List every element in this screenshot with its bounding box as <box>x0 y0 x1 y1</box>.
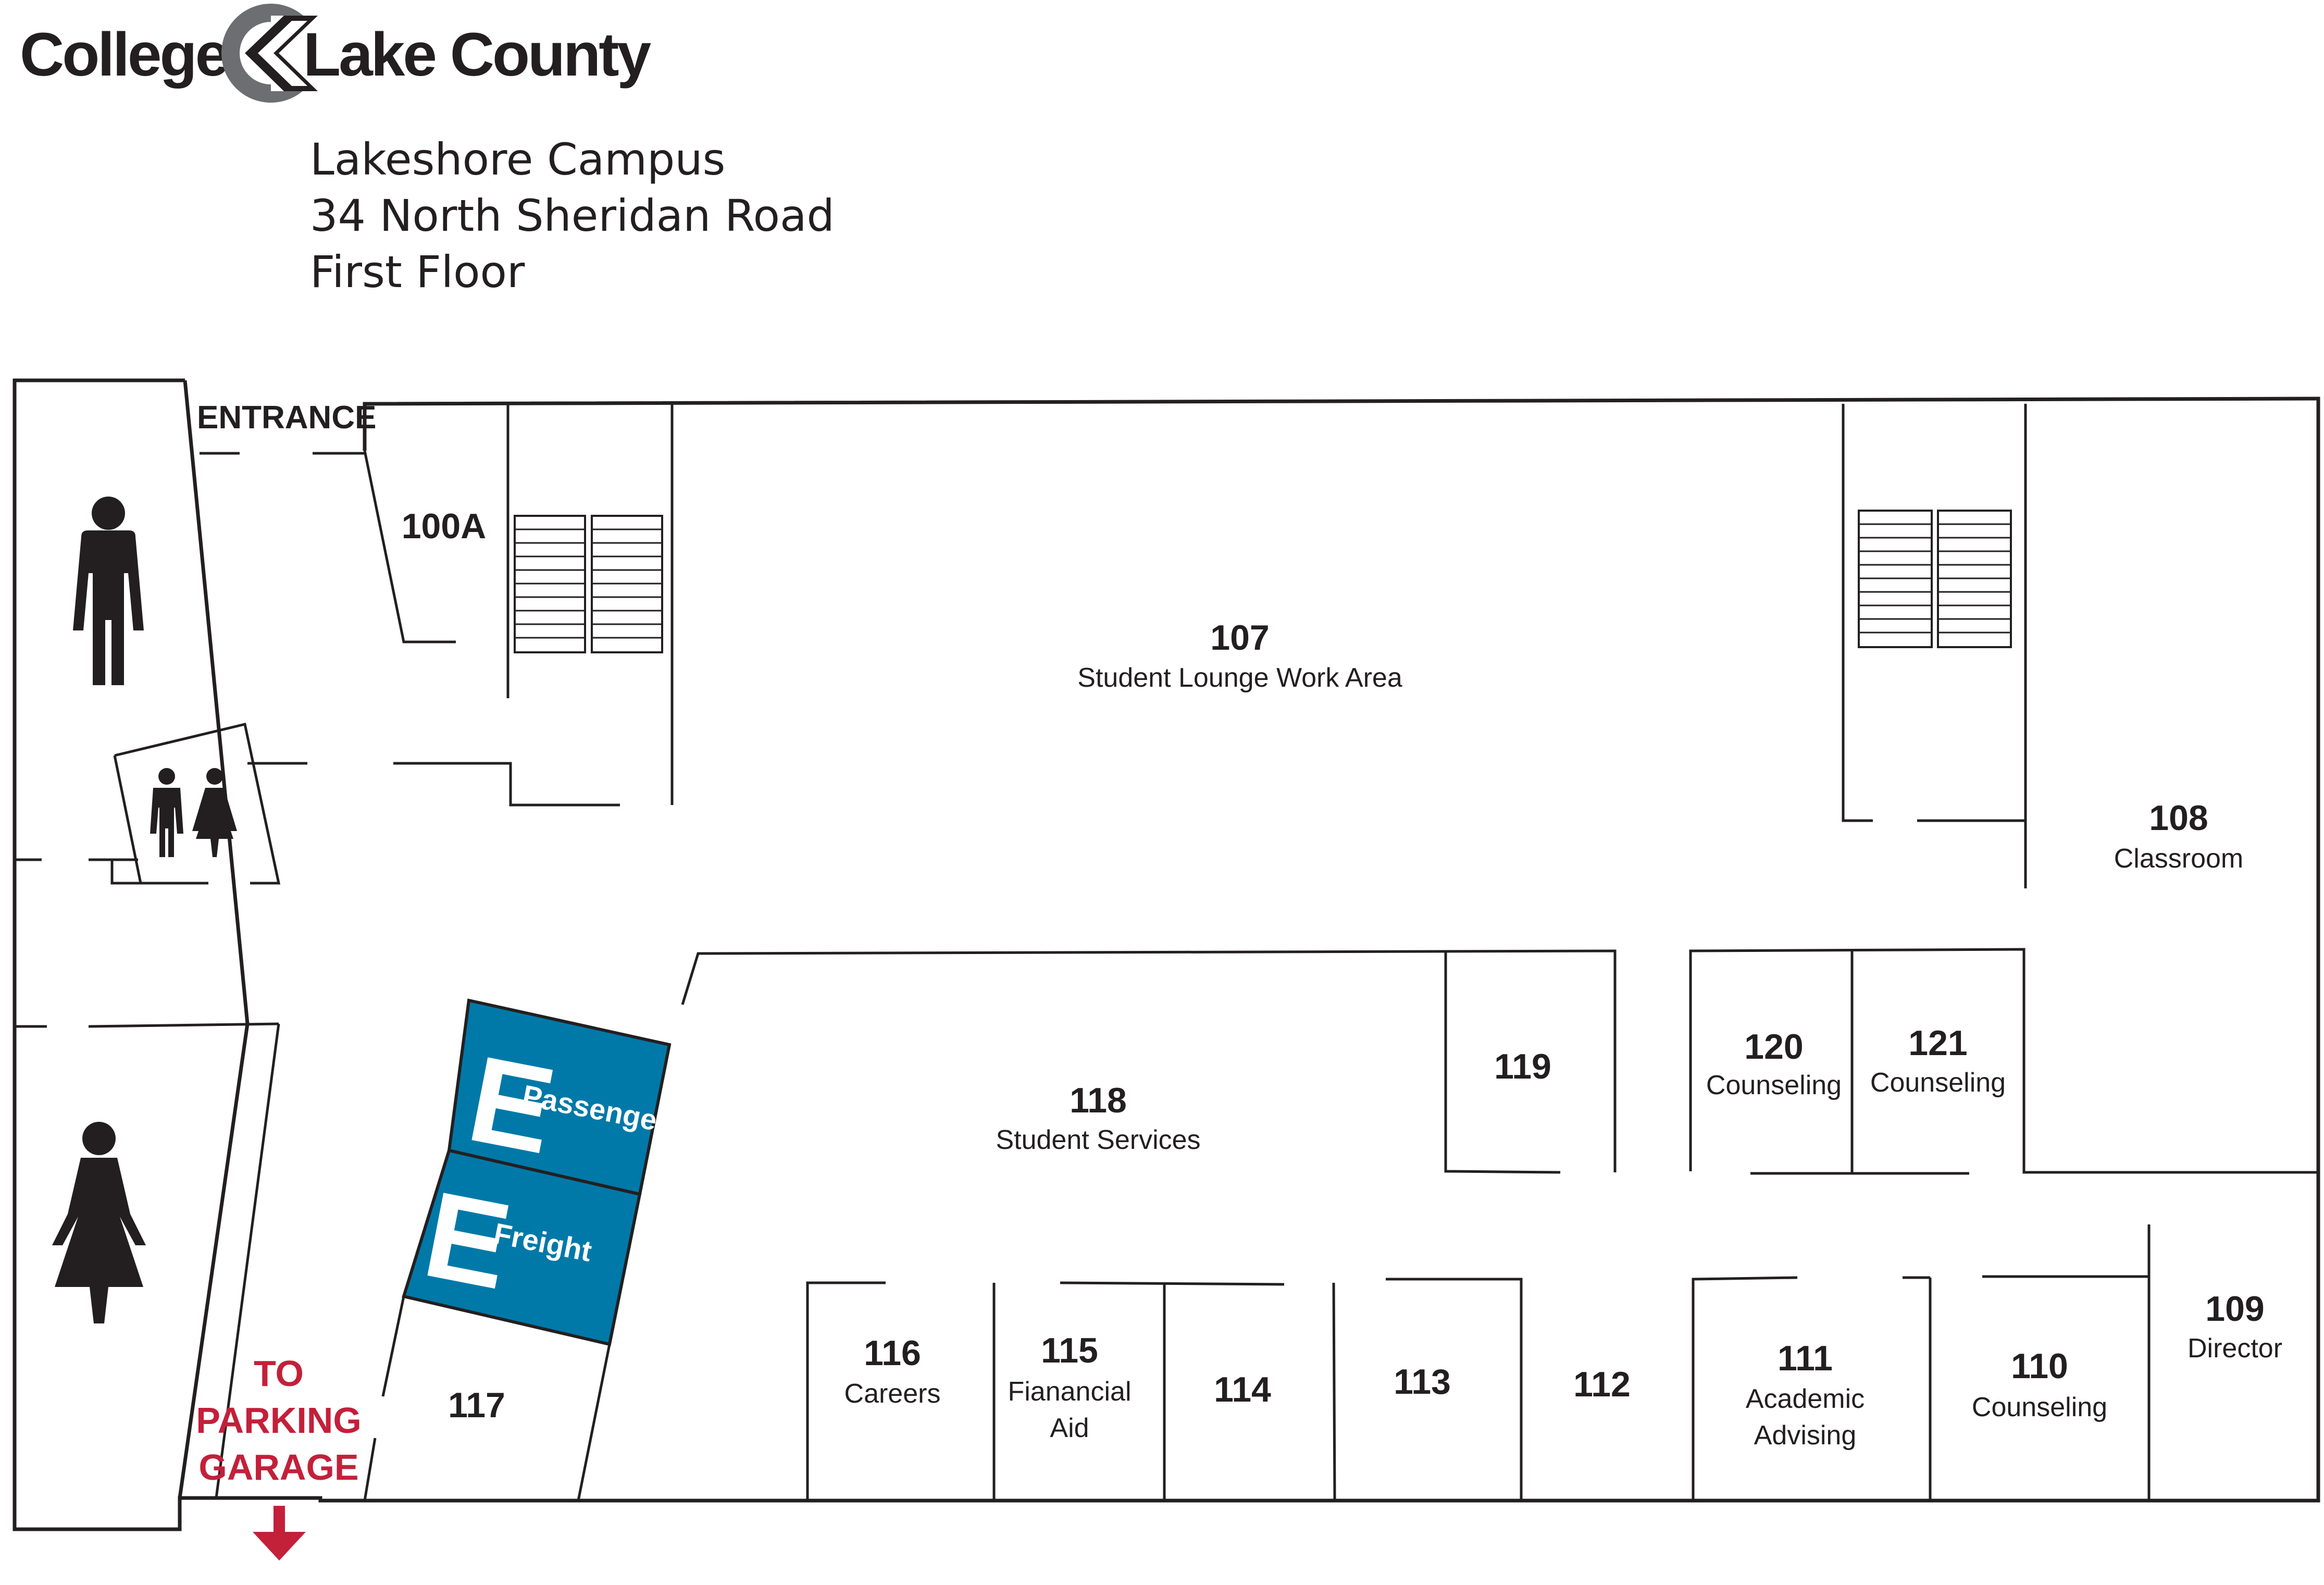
room-100a-walls <box>363 404 674 807</box>
room-108-walls <box>1842 404 2027 888</box>
parking-line-1: TO <box>254 1353 304 1394</box>
room-107-number: 107 <box>1210 618 1269 658</box>
room-107-label: Student Lounge Work Area <box>1077 663 1402 693</box>
passenger-elevator: E Passenger <box>447 998 672 1196</box>
room-111-label-line2: Advising <box>1754 1420 1857 1451</box>
room-108-label: Classroom <box>2114 844 2244 874</box>
campus-name: Lakeshore Campus <box>310 134 725 185</box>
room-118-number: 118 <box>1070 1081 1127 1120</box>
room-111-label-line1: Academic <box>1746 1384 1865 1414</box>
room-112-number: 112 <box>1573 1365 1631 1404</box>
entrance-label: ENTRANCE <box>197 400 376 436</box>
restroom-walls <box>15 722 307 1499</box>
room-118-walls <box>681 949 1617 1174</box>
room-120-number: 120 <box>1744 1027 1803 1067</box>
womens-restroom-icon <box>52 1122 146 1323</box>
stairs-icon <box>1858 510 2012 648</box>
room-110-number: 110 <box>2011 1346 2068 1386</box>
room-109-label: Director <box>2188 1333 2282 1364</box>
arrow-down-icon <box>253 1506 306 1561</box>
counseling-walls <box>1689 948 2318 1175</box>
campus-address: 34 North Sheridan Road <box>310 190 835 241</box>
logo-chevron-icon <box>221 4 328 103</box>
room-110-label: Counseling <box>1972 1392 2107 1422</box>
mens-restroom-icon <box>73 497 144 685</box>
room-120-label: Counseling <box>1706 1070 1842 1100</box>
room-115-label-line2: Aid <box>1050 1413 1089 1443</box>
logo-lake-county-text: Lake County <box>303 20 651 89</box>
family-restroom-icon <box>150 768 237 857</box>
room-116-number: 116 <box>864 1333 921 1373</box>
room-118-label: Student Services <box>996 1125 1200 1155</box>
freight-elevator: E Freight <box>402 1148 642 1346</box>
room-115-number: 115 <box>1041 1331 1098 1370</box>
bottom-row-walls <box>363 1224 2151 1501</box>
logo-college-text: College <box>20 20 228 89</box>
room-119-number: 119 <box>1494 1047 1551 1086</box>
room-109-number: 109 <box>2205 1289 2264 1329</box>
room-115-label-line1: Fianancial <box>1008 1377 1131 1407</box>
floor-name: First Floor <box>310 246 525 298</box>
room-121-number: 121 <box>1908 1023 1967 1063</box>
room-114-number: 114 <box>1214 1370 1271 1409</box>
room-100a-number: 100A <box>402 506 487 546</box>
room-108-number: 108 <box>2149 798 2208 838</box>
parking-line-2: PARKING <box>196 1400 362 1441</box>
room-117-number: 117 <box>448 1385 505 1425</box>
parking-line-3: GARAGE <box>198 1447 358 1488</box>
room-113-number: 113 <box>1394 1362 1451 1402</box>
room-111-number: 111 <box>1778 1339 1833 1378</box>
room-116-label: Careers <box>844 1379 941 1409</box>
stairs-icon <box>514 515 663 653</box>
room-121-label: Counseling <box>1870 1068 2006 1098</box>
